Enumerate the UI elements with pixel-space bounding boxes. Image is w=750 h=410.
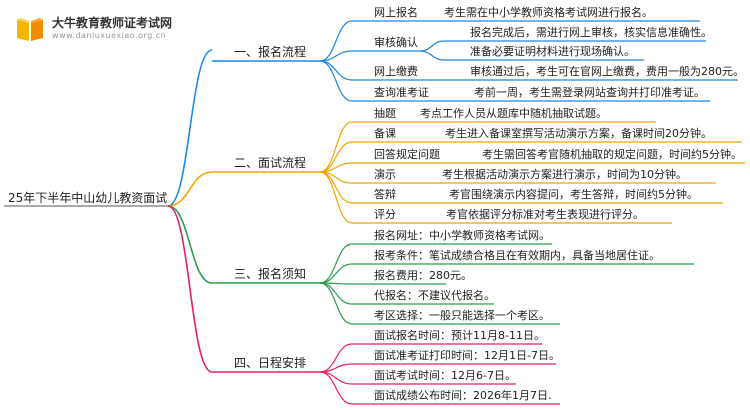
s1-branch-2 xyxy=(319,50,353,62)
s3-branch-4 xyxy=(319,282,353,305)
s4-item: 面试成绩公布时间：2026年1月7日. xyxy=(374,389,552,402)
s4-branch-1 xyxy=(319,343,353,373)
s2-item-desc: 考官依据评分标准对考生表现进行评分。 xyxy=(446,208,644,221)
brand-name: 大牛教育教师证考试网 xyxy=(52,16,173,30)
s4-branch-4 xyxy=(319,371,353,405)
s1-item2-split xyxy=(419,40,445,52)
s1-item-desc: 报名完成后，需进行网上审核，核实信息准确性。 xyxy=(470,26,712,39)
s1-item-label: 查询准考证 xyxy=(374,86,429,99)
s2-branch-6 xyxy=(319,171,353,224)
s3-branch-5 xyxy=(319,282,353,325)
connector-root-s3 xyxy=(167,205,213,284)
s2-item-label: 抽题 xyxy=(374,107,396,120)
s2-item-desc: 考生需回答考官随机抽取的规定问题，时间约5分钟。 xyxy=(482,148,742,161)
s3-item: 报名网址：中小学教师资格考试网。 xyxy=(374,229,550,242)
s1-item2-split2 xyxy=(419,50,445,61)
connector-root-s2 xyxy=(167,171,213,207)
s3-branch-1 xyxy=(319,243,353,284)
book-logo-icon xyxy=(17,18,43,41)
s3-branch-2 xyxy=(319,263,353,284)
s2-item-desc: 考生根据活动演示方案进行演示，时间为10分钟。 xyxy=(442,168,687,181)
brand-url: www.daniuxuexiao.org.cn xyxy=(52,31,167,40)
s1-branch-3 xyxy=(319,60,353,81)
s4-item: 面试报名时间：预计11月8-11日。 xyxy=(374,329,545,342)
s3-item: 代报名：不建议代报名。 xyxy=(374,289,495,302)
connector-root-s1 xyxy=(167,49,213,207)
s1-item-desc: 考前一周，考生需登录网站查询并打印准考证。 xyxy=(474,86,705,99)
s1-branch-4 xyxy=(319,60,353,102)
s2-item-label: 备课 xyxy=(374,127,396,140)
s3-item: 报名费用：280元。 xyxy=(374,269,472,282)
s2-item-desc: 考生进入备课室撰写活动演示方案，备课时间20分钟。 xyxy=(445,127,712,140)
s1-item-desc: 准备必要证明材料进行现场确认。 xyxy=(470,45,635,58)
s2-item-label: 答辩 xyxy=(374,188,396,201)
section-title-2: 二、面试流程 xyxy=(234,156,307,170)
s1-item-desc: 考生需在中小学教师资格考试网进行报名。 xyxy=(444,6,653,19)
s1-branch-1 xyxy=(319,20,353,62)
s3-item: 报考条件：笔试成绩合格且在有效期内，具备当地居住证。 xyxy=(374,249,660,262)
s2-item-label: 评分 xyxy=(374,208,396,221)
connector-root-s4 xyxy=(167,205,213,373)
s2-item-desc: 考官围绕演示内容提问，考生答辩，时间约5分钟。 xyxy=(449,188,698,201)
s2-branch-2 xyxy=(319,141,353,173)
root-topic: 25年下半年中山幼儿教资面试 xyxy=(8,191,168,205)
s3-item: 考区选择：一般只能选择一个考区。 xyxy=(374,309,550,322)
s4-item: 面试考试时间：12月6-7日。 xyxy=(374,369,516,382)
section-title-1: 一、报名流程 xyxy=(234,45,307,59)
s1-item-label: 审核确认 xyxy=(374,36,418,49)
section-title-4: 四、日程安排 xyxy=(234,356,307,370)
s1-item-desc: 审核通过后，考生可在官网上缴费，费用一般为280元。 xyxy=(470,65,744,78)
s2-item-label: 演示 xyxy=(374,168,396,181)
section-title-3: 三、报名须知 xyxy=(234,267,307,281)
s1-item-label: 网上报名 xyxy=(374,6,418,19)
s4-item: 面试准考证打印时间：12月1日-7日。 xyxy=(374,349,560,362)
s1-item-label: 网上缴费 xyxy=(374,65,418,78)
s2-item-desc: 考点工作人员从题库中随机抽取试题。 xyxy=(420,107,607,120)
s2-branch-1 xyxy=(319,121,353,173)
s2-item-label: 回答规定问题 xyxy=(374,148,440,161)
